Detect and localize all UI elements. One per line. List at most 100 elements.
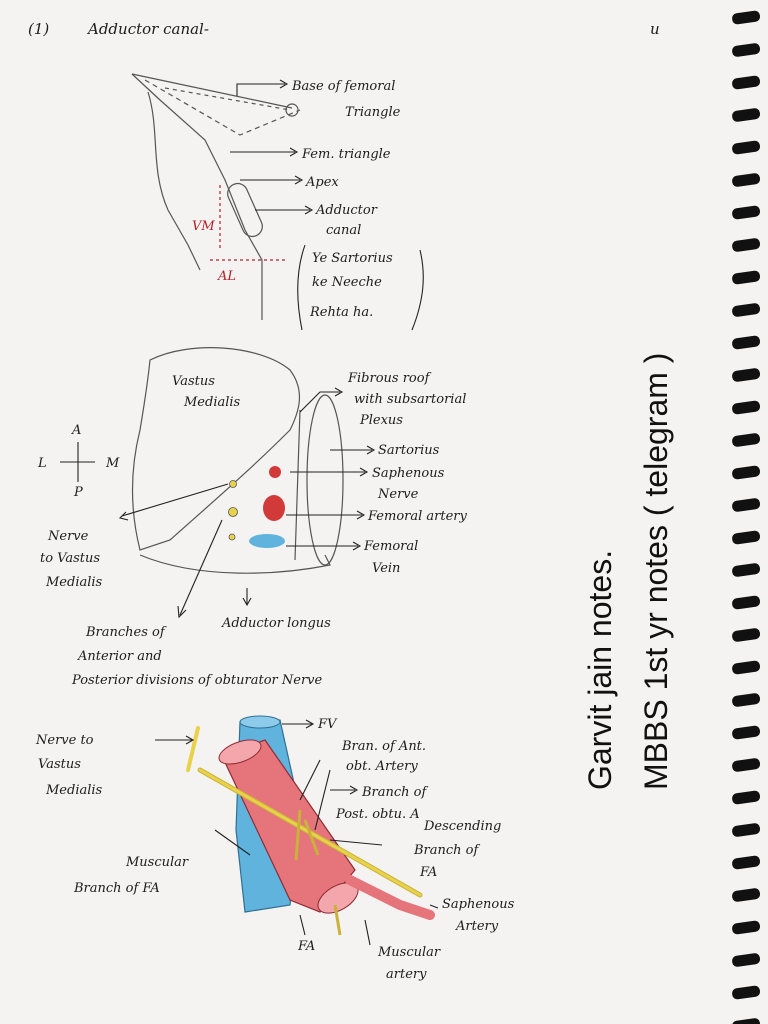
- saphenous-artery-drawing: [345, 875, 435, 920]
- nerve-vastus-label-3: Medialis: [45, 575, 103, 590]
- binding-ring: [732, 303, 761, 317]
- binding-ring: [732, 43, 761, 57]
- branches-label-3: Posterior divisions of obturator Nerve: [71, 673, 322, 688]
- spiral-binding: [732, 10, 761, 1024]
- binding-ring: [732, 400, 761, 415]
- binding-ring: [732, 595, 761, 610]
- compass-a: A: [71, 423, 81, 438]
- descending-label-3: FA: [419, 865, 437, 880]
- binding-ring: [732, 790, 761, 805]
- binding-ring: [732, 823, 761, 837]
- binding-ring: [732, 173, 761, 187]
- fv-label: FV: [317, 717, 338, 732]
- adductor-longus-label: Adductor longus: [221, 616, 331, 631]
- apex-label: Apex: [305, 175, 339, 190]
- compass-l: L: [37, 456, 47, 471]
- binding-ring: [732, 660, 761, 675]
- descending-label-2: Branch of: [413, 843, 481, 858]
- adductor-canal-shape: [227, 182, 263, 238]
- page-title: Adductor canal-: [86, 20, 209, 38]
- page-mark: u: [650, 20, 660, 38]
- binding-ring: [732, 628, 761, 642]
- fem-triangle-label: Fem. triangle: [301, 147, 391, 162]
- muscular-branch-label: Muscular: [125, 855, 189, 870]
- branch-post-label-2: Post. obtu. A: [335, 807, 420, 822]
- saphenous-nerve-label: Saphenous: [372, 466, 445, 481]
- binding-ring: [732, 888, 761, 902]
- bran-ant-label-2: obt. Artery: [346, 759, 418, 774]
- note-line-3: Rehta ha.: [309, 305, 373, 320]
- femoral-artery-label: Femoral artery: [367, 509, 468, 524]
- watermark-line-2: MBBS 1st yr notes ( telegram ): [638, 352, 674, 790]
- base-label-2: Triangle: [345, 105, 401, 120]
- binding-ring: [732, 335, 761, 350]
- obturator-nerve-dot: [228, 507, 238, 517]
- diagram1-arrows: [230, 79, 424, 331]
- vm-label: VM: [192, 219, 215, 234]
- adductor-longus-outline: [139, 554, 331, 574]
- descending-label: Descending: [423, 819, 501, 834]
- nerve-vastus3-label: Nerve to: [35, 733, 94, 748]
- adductor-canal-label: Adductor: [315, 203, 378, 218]
- binding-ring: [732, 530, 761, 545]
- nerve-vastus-dot: [229, 480, 237, 488]
- fibrous-roof-label: Fibrous roof: [347, 371, 432, 386]
- binding-ring: [732, 693, 761, 707]
- binding-ring: [732, 758, 761, 772]
- branch-post-label: Branch of: [361, 785, 429, 800]
- brace: [297, 244, 306, 331]
- binding-ring: [732, 270, 761, 285]
- binding-ring: [732, 75, 761, 90]
- binding-ring: [732, 985, 761, 1000]
- nerve-vastus-label-2: to Vastus: [40, 551, 100, 566]
- fibrous-roof-label-2: with subsartorial: [354, 392, 466, 407]
- base-label: Base of femoral: [291, 79, 395, 94]
- saphenous-nerve-dot: [269, 466, 281, 478]
- thigh-outline-left: [147, 91, 201, 271]
- binding-ring: [732, 140, 761, 155]
- muscular-artery-label: Muscular: [377, 945, 441, 960]
- diagram2-arrows: [60, 387, 376, 619]
- binding-ring: [732, 433, 761, 447]
- binding-ring: [732, 563, 761, 577]
- binding-ring: [732, 238, 761, 252]
- binding-ring: [732, 855, 761, 870]
- femoral-triangle-dashes: [144, 79, 301, 136]
- nerve-vastus-drawing: [186, 726, 200, 772]
- diagram3-arrows: [155, 719, 439, 946]
- compass-p: P: [73, 485, 83, 500]
- diagram-femoral-triangle: [131, 73, 301, 320]
- vastus-label-2: Medialis: [183, 395, 241, 410]
- saphenous-nerve-label-2: Nerve: [377, 487, 419, 502]
- femoral-vein-label-2: Vein: [372, 561, 400, 576]
- sartorius-label: Sartorius: [378, 443, 440, 458]
- brace-right: [411, 249, 424, 331]
- binding-ring: [732, 953, 761, 967]
- nerve-vastus3-label-2: Vastus: [38, 757, 81, 772]
- binding-ring: [732, 368, 761, 382]
- vastus-label: Vastus: [172, 374, 215, 389]
- inguinal-ligament: [131, 73, 293, 109]
- binding-ring: [732, 108, 761, 122]
- al-label: AL: [217, 269, 236, 284]
- saphenous-artery-label-2: Artery: [455, 919, 499, 934]
- binding-ring: [732, 920, 761, 935]
- branches-label: Branches of: [85, 625, 167, 640]
- binding-ring: [732, 205, 761, 220]
- branches-label-2: Anterior and: [77, 649, 162, 664]
- muscular-artery-label-2: artery: [386, 967, 427, 982]
- saphenous-artery-label: Saphenous: [442, 897, 515, 912]
- binding-ring: [732, 465, 761, 480]
- base-dashes: [164, 87, 291, 111]
- femoral-artery-shape: [263, 495, 285, 521]
- femoral-vein-label: Femoral: [363, 539, 418, 554]
- diagram-vessels: [186, 715, 435, 936]
- femoral-vein-shape: [249, 534, 285, 548]
- compass-m: M: [105, 456, 120, 471]
- watermark-line-1: Garvit jain notes.: [582, 549, 618, 790]
- note-line-1: Ye Sartorius: [312, 251, 393, 266]
- fa-label: FA: [297, 939, 315, 954]
- binding-ring: [732, 1018, 761, 1024]
- asis-circle: [285, 103, 299, 117]
